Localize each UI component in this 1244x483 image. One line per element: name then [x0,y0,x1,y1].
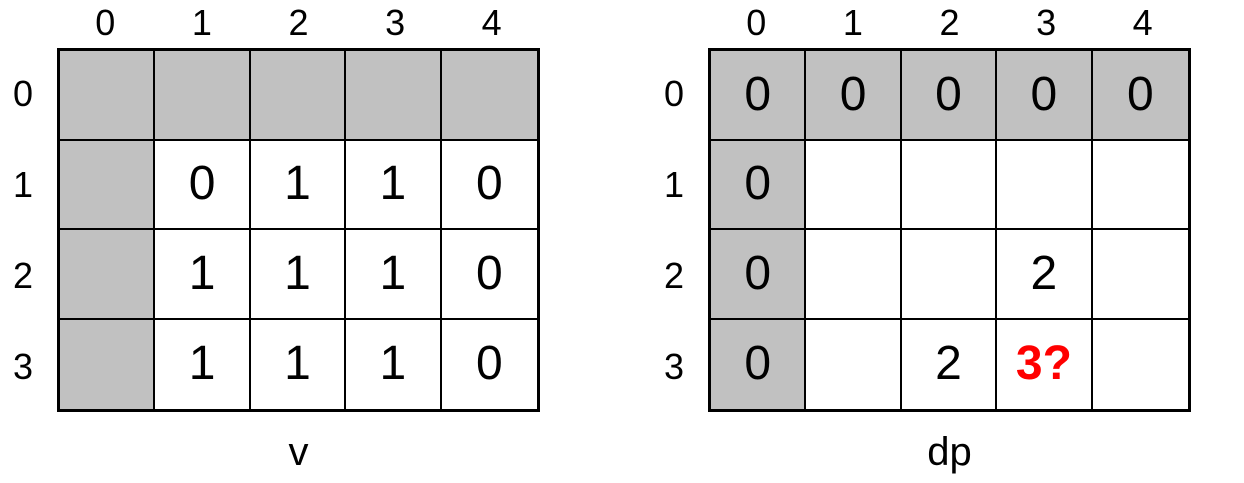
dp-cell-r3-c0: 0 [711,319,807,409]
v-cell-r0-c0 [60,51,156,141]
v-cell-r0-c1 [155,51,251,141]
dp-col-header-3: 3 [1036,2,1057,43]
v-col-header-3: 3 [385,2,406,43]
dp-cell-r3-c1 [806,319,902,409]
dp-cell-r3-c3: 3? [997,319,1093,409]
dp-row-headers: 0 1 2 3 [651,48,697,412]
v-col-header-1: 1 [191,2,212,43]
v-row-header-1: 1 [12,163,34,205]
dp-row-header-3: 3 [663,345,685,387]
dp-col-header-0: 0 [746,2,767,43]
v-col-header-4: 4 [481,2,502,43]
v-col-header-0: 0 [95,2,116,43]
dp-column-headers: 0 1 2 3 4 [708,2,1191,44]
dp-cell-r2-c4 [1092,230,1188,320]
dp-cell-r1-c4 [1092,141,1188,230]
v-column-headers: 0 1 2 3 4 [57,2,540,44]
dp-table-caption: dp [927,430,972,474]
dp-cell-r0-c3: 0 [997,51,1093,141]
v-cell-r2-c4: 0 [441,230,537,320]
dp-cell-r0-c4: 0 [1092,51,1188,141]
dp-cell-r1-c0: 0 [711,140,807,230]
v-cell-r3-c2: 1 [251,319,347,409]
dp-row-header-1: 1 [663,163,685,205]
dp-cell-r2-c3: 2 [997,230,1093,320]
v-row-header-2: 2 [12,254,34,296]
v-table-caption: v [288,430,309,474]
dp-col-header-2: 2 [939,2,960,43]
v-cell-r2-c3: 1 [346,230,442,320]
v-cell-r3-c1: 1 [155,319,251,409]
v-cell-r2-c1: 1 [155,230,251,320]
dp-col-header-4: 4 [1132,2,1153,43]
v-cell-r0-c2 [250,51,347,141]
v-cell-r1-c0 [60,140,156,230]
v-row-header-0: 0 [12,72,34,114]
v-cell-r0-c4 [441,51,537,141]
v-row-header-3: 3 [12,345,34,387]
v-cell-r3-c0 [60,319,156,409]
v-cell-r2-c0 [60,230,156,320]
v-cell-r3-c4: 0 [475,337,503,391]
dp-cell-r1-c1 [806,140,902,230]
dp-cell-r1-c3 [997,140,1093,230]
v-cell-r2-c2: 1 [250,230,347,320]
dp-cell-r1-c2 [901,140,998,230]
dp-cell-r2-c2 [901,230,998,320]
dp-row-header-2: 2 [663,254,685,296]
v-row-headers: 0 1 2 3 [0,48,46,412]
dp-cell-r2-c1 [806,230,902,320]
v-cell-r3-c3: 1 [346,319,442,409]
dp-col-header-1: 1 [842,2,863,43]
v-cell-r0-c3 [346,51,442,141]
dp-cell-r3-c4 [1093,320,1188,410]
dp-cell-r2-c0: 0 [711,230,807,320]
v-col-header-2: 2 [288,2,309,43]
v-cell-r1-c4: 0 [441,141,537,230]
dp-cell-r3-c2: 2 [902,319,998,409]
v-cell-r1-c3: 1 [346,140,442,230]
v-cell-r1-c1: 0 [155,140,251,230]
dp-row-header-0: 0 [663,72,685,114]
dp-cell-r0-c0: 0 [711,51,807,141]
dp-cell-r0-c1: 0 [806,51,902,141]
dp-cell-r0-c2: 0 [901,51,998,141]
v-cell-r1-c2: 1 [250,140,347,230]
